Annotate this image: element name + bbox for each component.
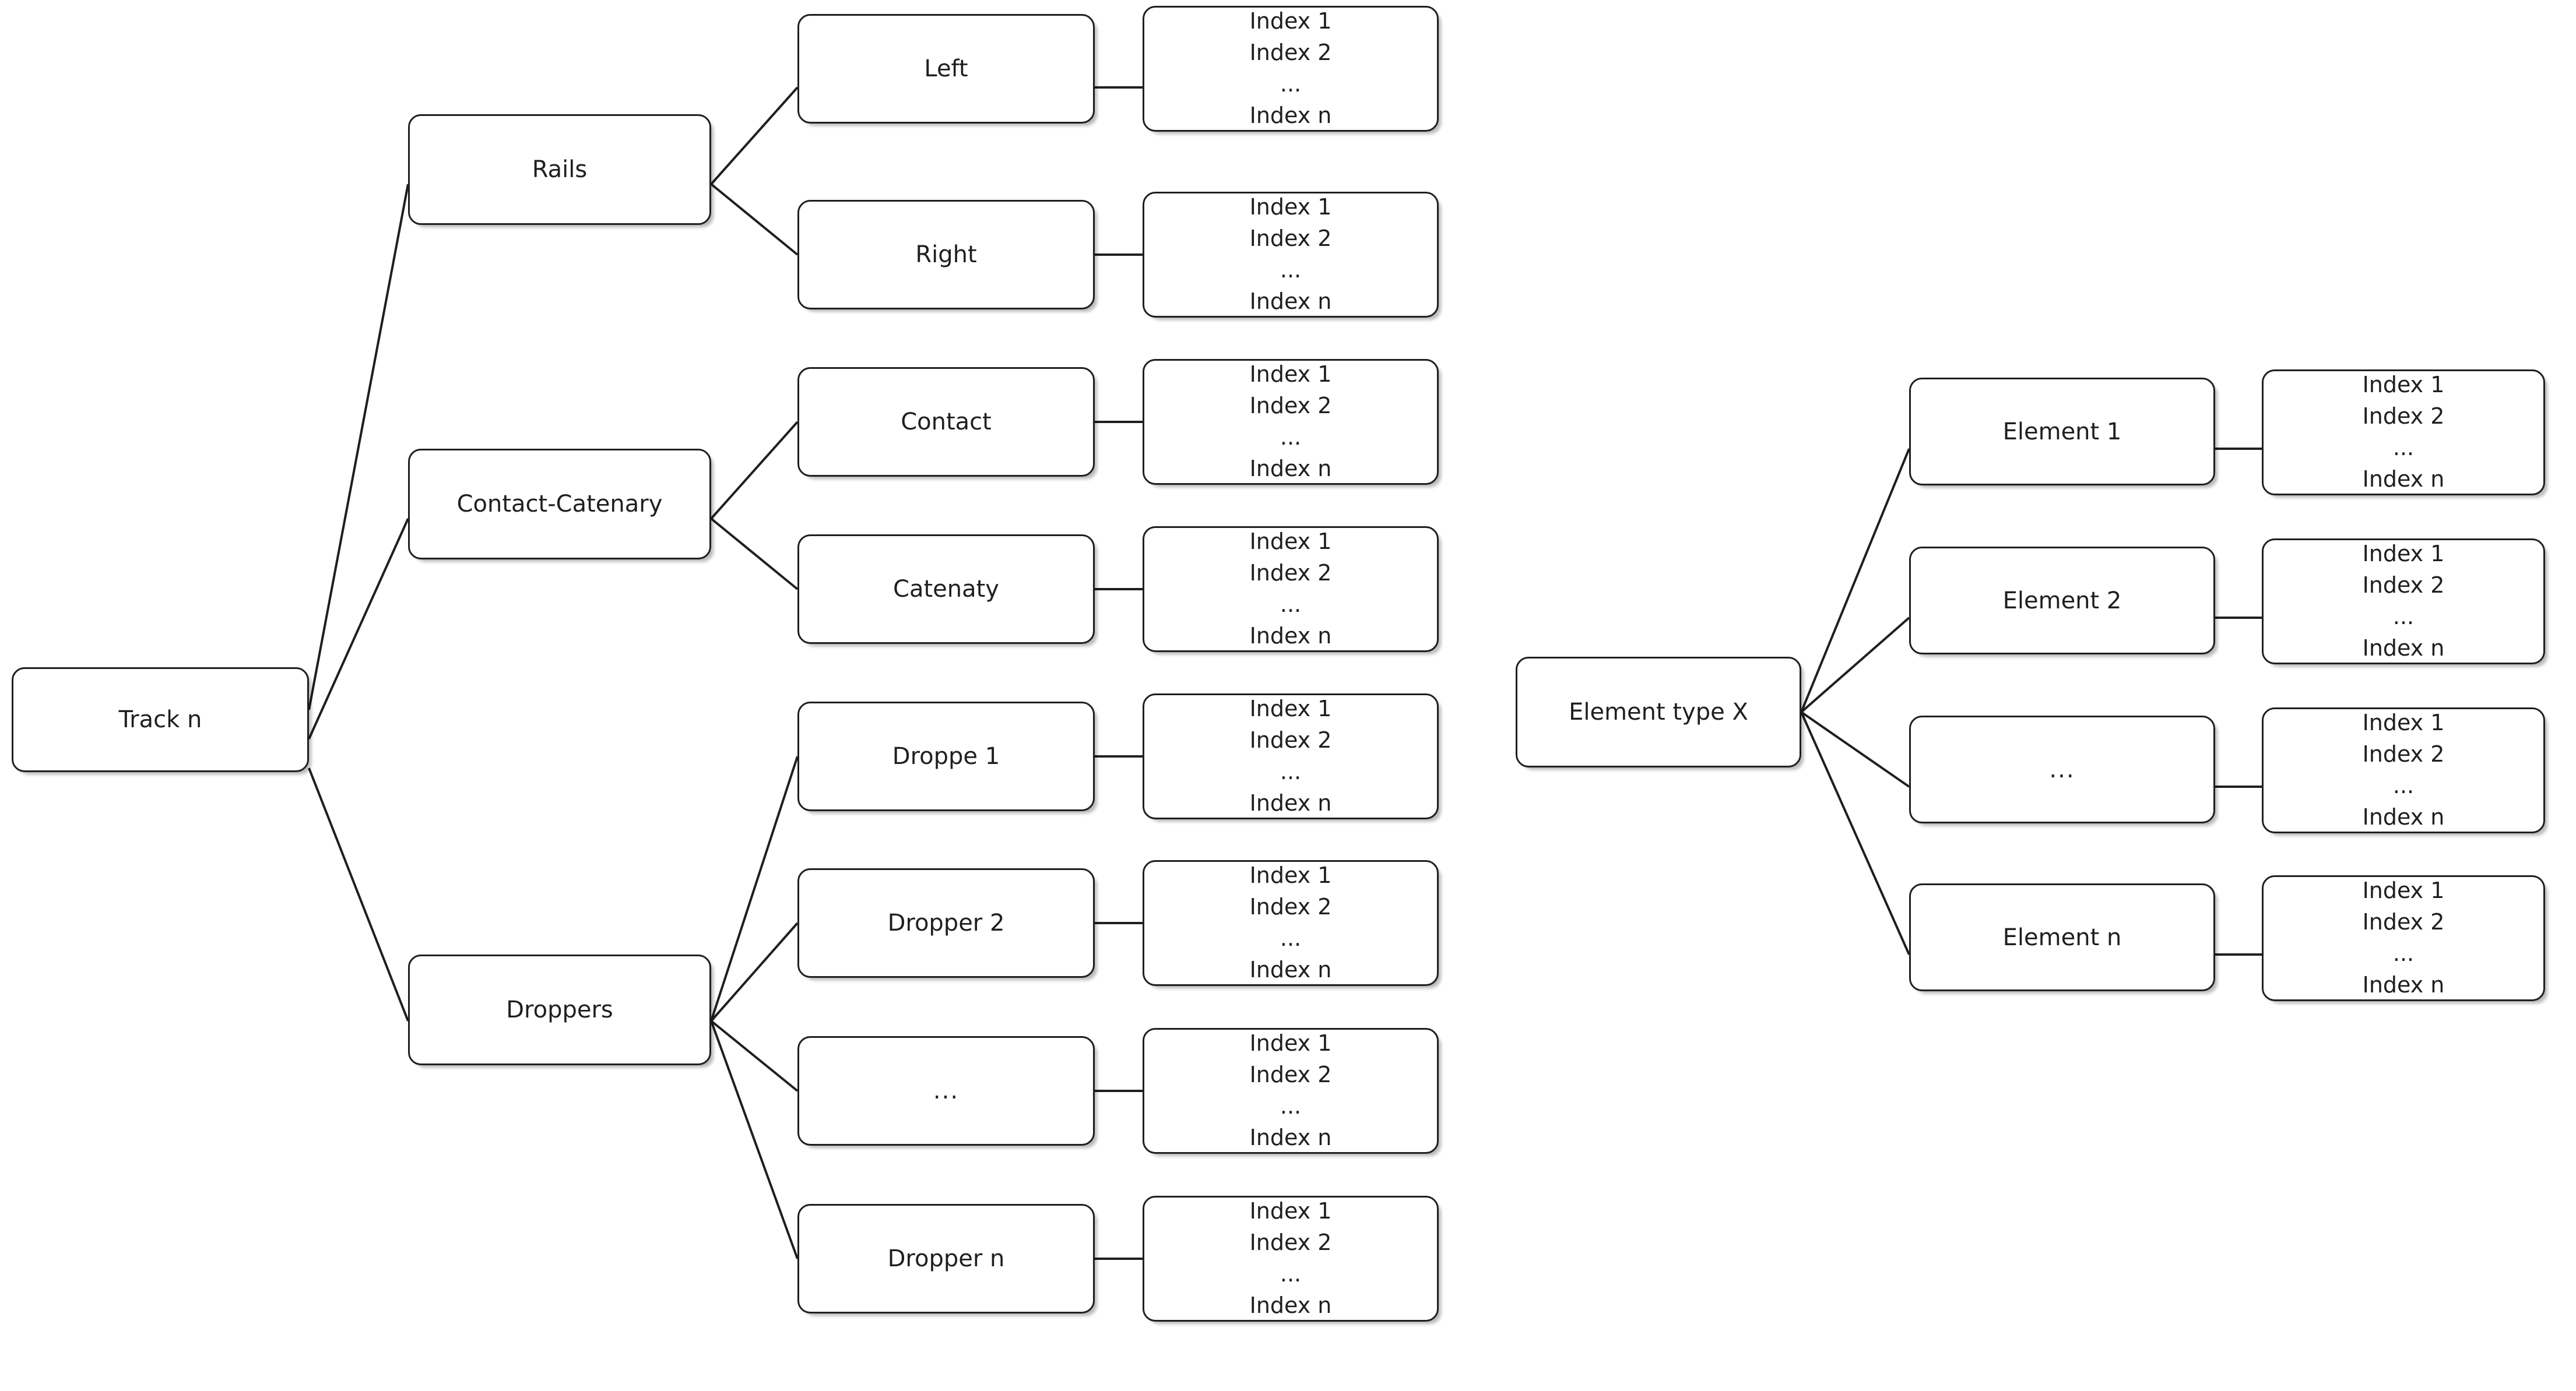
node-contact[interactable]: Contact [797, 367, 1095, 477]
node-label: Element 2 [2002, 587, 2122, 614]
index-box-dropper-n[interactable]: Index 1 Index 2 ... Index n [1143, 1196, 1439, 1322]
edge-droppers-to-droppe1 [710, 756, 799, 1022]
node-element-2[interactable]: Element 2 [1909, 547, 2215, 654]
index-list: Index 1 Index 2 ... Index n [1249, 194, 1332, 314]
index-list: Index 1 Index 2 ... Index n [2362, 372, 2445, 492]
node-catenaty[interactable]: Catenaty [797, 534, 1095, 644]
node-label: ... [933, 1077, 960, 1104]
edge-cc-to-contact [710, 421, 799, 520]
index-box-right[interactable]: Index 1 Index 2 ... Index n [1143, 192, 1439, 318]
node-label: Element n [2002, 924, 2122, 951]
node-label: Contact-Catenary [456, 491, 663, 517]
node-label: Dropper n [887, 1245, 1005, 1272]
edge-cc-to-catenaty [710, 517, 799, 590]
index-list: Index 1 Index 2 ... Index n [1249, 8, 1332, 128]
node-label: Contact [901, 409, 992, 435]
edge-droppers-to-dropper2 [710, 922, 799, 1022]
index-list: Index 1 Index 2 ... Index n [2362, 878, 2445, 998]
node-label: Droppe 1 [892, 743, 1000, 770]
edge-droppers-to-dropper-n [710, 1020, 799, 1259]
index-list: Index 1 Index 2 ... Index n [2362, 541, 2445, 661]
node-dropper-ellipsis[interactable]: ... [797, 1036, 1095, 1146]
edge-track-to-droppers [308, 767, 409, 1022]
index-list: Index 1 Index 2 ... Index n [1249, 529, 1332, 649]
index-box-element-1[interactable]: Index 1 Index 2 ... Index n [2262, 369, 2545, 495]
node-element-n[interactable]: Element n [1909, 883, 2215, 991]
index-list: Index 1 Index 2 ... Index n [1249, 862, 1332, 982]
node-label: Catenaty [893, 576, 999, 603]
index-box-contact[interactable]: Index 1 Index 2 ... Index n [1143, 359, 1439, 485]
node-label: ... [2049, 756, 2075, 783]
edge-elementtype-to-element1 [1800, 448, 1910, 713]
node-track-n[interactable]: Track n [12, 667, 309, 772]
node-label: Track n [118, 706, 202, 733]
edge-elementtype-to-element-n [1800, 712, 1910, 955]
node-dropper-n[interactable]: Dropper n [797, 1204, 1095, 1313]
index-box-element-2[interactable]: Index 1 Index 2 ... Index n [2262, 538, 2545, 664]
edge-rails-to-right [710, 183, 799, 256]
node-label: Droppers [506, 996, 613, 1023]
node-label: Dropper 2 [887, 910, 1005, 936]
node-label: Element type X [1569, 699, 1748, 726]
index-box-dropper-ellipsis[interactable]: Index 1 Index 2 ... Index n [1143, 1028, 1439, 1154]
index-box-dropper-2[interactable]: Index 1 Index 2 ... Index n [1143, 860, 1439, 986]
index-list: Index 1 Index 2 ... Index n [1249, 1030, 1332, 1150]
node-element-ellipsis[interactable]: ... [1909, 716, 2215, 823]
node-label: Element 1 [2002, 418, 2122, 445]
node-element-1[interactable]: Element 1 [1909, 378, 2215, 485]
edge-rails-to-left [710, 86, 799, 185]
index-list: Index 1 Index 2 ... Index n [1249, 696, 1332, 816]
edge-elementtype-to-element2 [1800, 617, 1910, 713]
node-contact-catenary[interactable]: Contact-Catenary [408, 449, 711, 559]
edge-track-to-contact-catenary [308, 518, 409, 739]
index-list: Index 1 Index 2 ... Index n [2362, 710, 2445, 830]
edge-track-to-rails [308, 184, 409, 710]
node-label: Left [924, 55, 968, 82]
edge-elementtype-to-ellipsis [1800, 711, 1910, 788]
node-right[interactable]: Right [797, 200, 1095, 309]
index-box-left[interactable]: Index 1 Index 2 ... Index n [1143, 6, 1439, 132]
index-box-element-n[interactable]: Index 1 Index 2 ... Index n [2262, 875, 2545, 1001]
index-list: Index 1 Index 2 ... Index n [1249, 361, 1332, 481]
node-dropper-2[interactable]: Dropper 2 [797, 868, 1095, 978]
node-label: Right [915, 241, 977, 268]
edge-droppers-to-ellipsis [710, 1020, 799, 1092]
index-box-catenaty[interactable]: Index 1 Index 2 ... Index n [1143, 526, 1439, 652]
node-droppe-1[interactable]: Droppe 1 [797, 702, 1095, 811]
node-label: Rails [532, 156, 588, 183]
index-box-droppe-1[interactable]: Index 1 Index 2 ... Index n [1143, 693, 1439, 819]
node-element-type-x[interactable]: Element type X [1516, 657, 1801, 767]
index-list: Index 1 Index 2 ... Index n [1249, 1198, 1332, 1318]
node-left[interactable]: Left [797, 14, 1095, 124]
index-box-element-ellipsis[interactable]: Index 1 Index 2 ... Index n [2262, 707, 2545, 833]
node-droppers[interactable]: Droppers [408, 955, 711, 1065]
node-rails[interactable]: Rails [408, 114, 711, 225]
